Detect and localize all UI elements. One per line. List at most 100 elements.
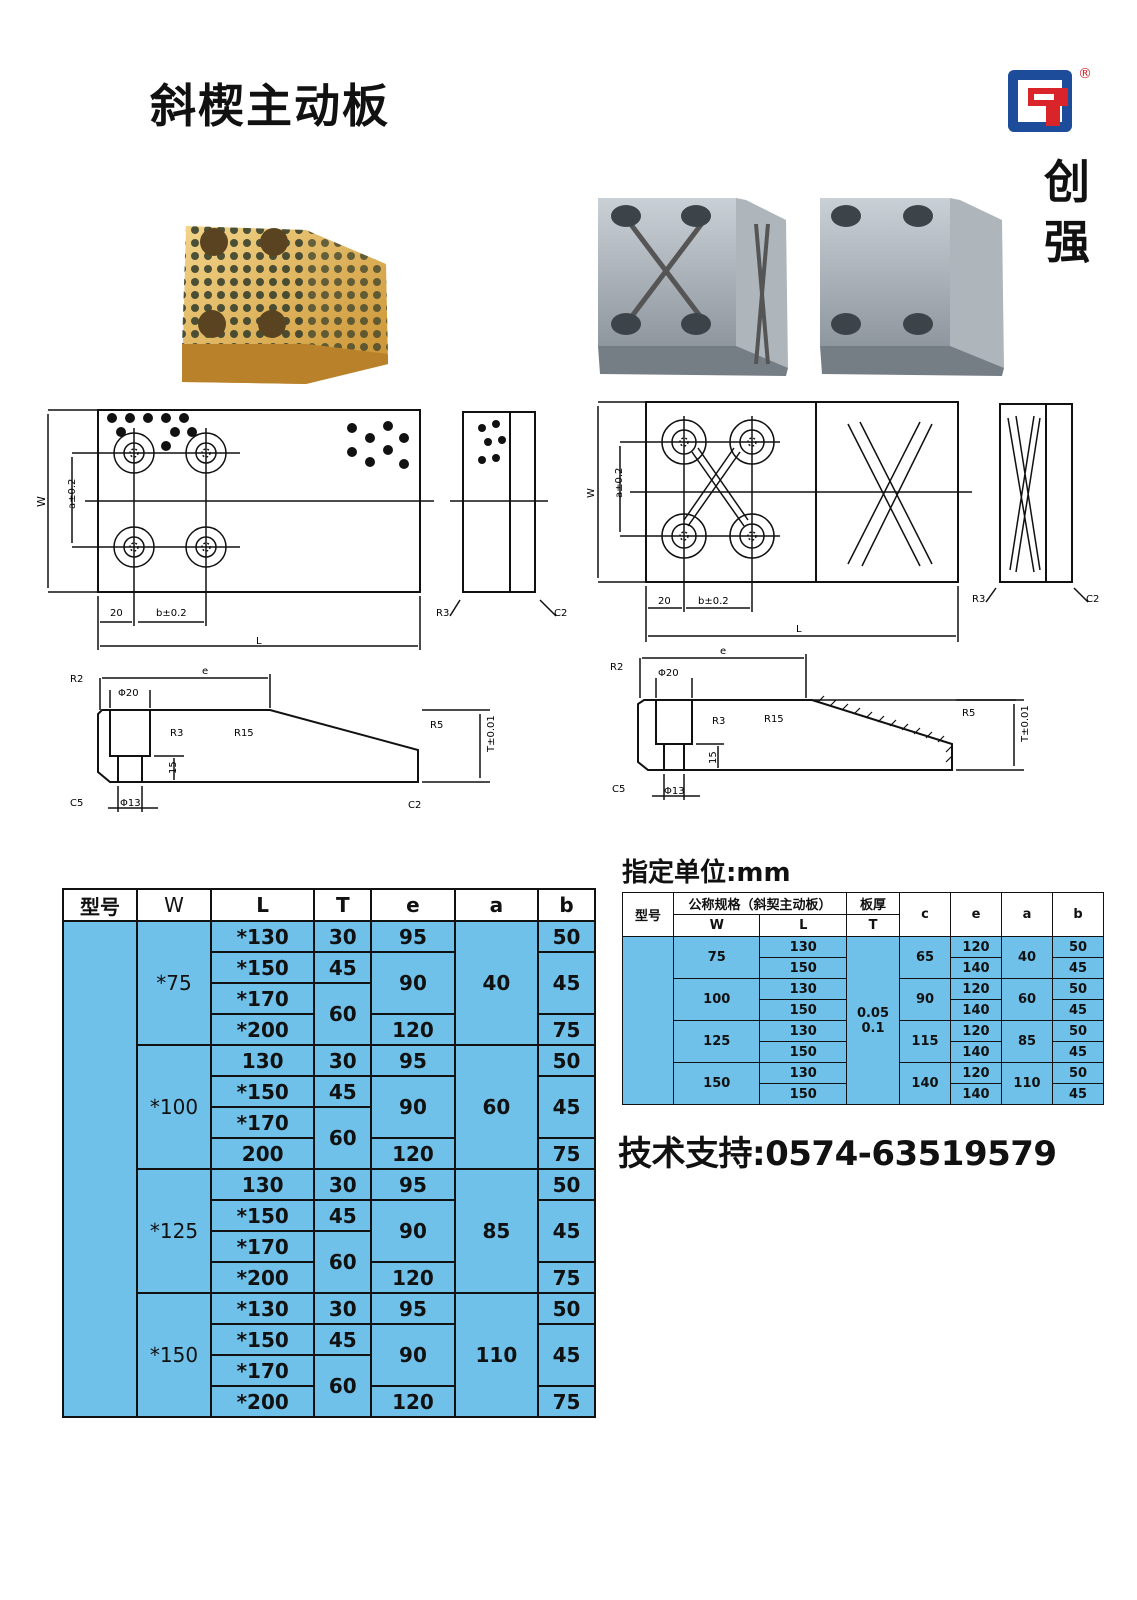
b-cell: 75 xyxy=(537,1261,596,1294)
a-cell: 60 xyxy=(453,1044,540,1170)
dim-c2-label: C2 xyxy=(554,608,567,619)
l-cell: *170 xyxy=(209,1230,316,1263)
e-cell: 120 xyxy=(370,1137,456,1170)
l-cell: *150 xyxy=(209,1199,316,1232)
spec-col-nominal: 公称规格（斜契主动板） xyxy=(673,892,847,915)
t-cell: 45 xyxy=(313,1323,373,1356)
dim-20-right-label: 20 xyxy=(658,596,671,607)
dim-phi13-label: Φ13 xyxy=(120,798,141,809)
table-row: 75 130 0.05 0.1 65 120 40 50 xyxy=(622,936,1104,1105)
col-header-t: T xyxy=(313,888,373,922)
e-cell: 95 xyxy=(370,1168,456,1201)
spec-l-cell: 130 xyxy=(759,1020,847,1042)
w-cell: *125 xyxy=(136,1168,212,1294)
spec-c-cell: 115 xyxy=(899,1020,951,1063)
table-row: *200 120 75 xyxy=(63,1385,596,1418)
dim-w-label: W xyxy=(35,496,48,507)
l-cell: *200 xyxy=(209,1385,316,1418)
spec-e-cell: 120 xyxy=(950,936,1002,958)
spec-col-l: L xyxy=(759,914,847,937)
b-cell: 75 xyxy=(537,1137,596,1170)
spec-col-e: e xyxy=(950,892,1002,937)
steel-wedge-photo xyxy=(598,198,1004,376)
col-header-l: L xyxy=(209,888,316,922)
spec-b-cell: 50 xyxy=(1052,936,1104,958)
spec-c-cell: 90 xyxy=(899,978,951,1021)
dim-c2-side-label: C2 xyxy=(408,800,421,811)
spec-thickness-value: 0.1 xyxy=(861,1020,885,1036)
main-dimension-table: 型号 W L T e a b *75 *130 30 95 40 50 *150… xyxy=(62,888,596,1418)
brand-logo xyxy=(1008,70,1072,132)
w-cell: *150 xyxy=(136,1292,212,1418)
table-row: 150 140 45 xyxy=(623,1041,1104,1063)
bronze-wedge-photo xyxy=(182,226,388,384)
e-cell: 120 xyxy=(370,1261,456,1294)
dim-l-label: L xyxy=(256,636,262,647)
t-cell: 60 xyxy=(313,982,373,1046)
dim-a-label: a±0.2 xyxy=(67,479,78,509)
dim-r5-right-label: R5 xyxy=(962,708,975,719)
t-cell: 45 xyxy=(313,1199,373,1232)
a-cell: 110 xyxy=(453,1292,540,1418)
table-row: *170 60 xyxy=(63,982,595,1046)
spec-e-cell: 140 xyxy=(950,1083,1002,1105)
l-cell: *170 xyxy=(209,1106,316,1139)
spec-b-cell: 50 xyxy=(1052,1020,1104,1042)
table-row: *125 130 30 95 85 50 xyxy=(63,1168,596,1294)
spec-l-cell: 130 xyxy=(759,978,847,1000)
spec-col-c: c xyxy=(899,892,951,937)
table-row: 150 140 45 xyxy=(623,1083,1104,1105)
table-row: 125 130 115 120 85 50 xyxy=(623,1020,1104,1063)
b-cell: 75 xyxy=(537,1013,596,1046)
b-cell: 45 xyxy=(537,951,596,1015)
spec-a-cell: 110 xyxy=(1001,1062,1053,1105)
e-cell: 90 xyxy=(370,951,456,1015)
dim-c5-right-label: C5 xyxy=(612,784,625,795)
unit-note: 指定单位:mm xyxy=(622,858,791,888)
table-row: 200 120 75 xyxy=(63,1137,596,1170)
spec-e-cell: 120 xyxy=(950,1062,1002,1084)
dim-a-right-label: a±0.2 xyxy=(614,468,625,498)
spec-col-b: b xyxy=(1052,892,1104,937)
main-table-header: 型号 W L T e a b xyxy=(62,888,596,922)
e-cell: 120 xyxy=(370,1385,456,1418)
spec-col-a: a xyxy=(1001,892,1053,937)
w-cell: *100 xyxy=(136,1044,212,1170)
spec-col-thick: 板厚 xyxy=(846,892,900,915)
dim-r3-label: R3 xyxy=(436,608,449,619)
spec-l-cell: 150 xyxy=(759,957,847,979)
t-cell: 30 xyxy=(313,1292,373,1325)
spec-l-cell: 150 xyxy=(759,1041,847,1063)
l-cell: *170 xyxy=(209,982,316,1015)
dim-t-right-label: T±0.01 xyxy=(1020,705,1031,743)
tech-support-phone: 技术支持:0574-63519579 xyxy=(618,1134,1057,1174)
dim-phi13-right-label: Φ13 xyxy=(664,786,685,797)
spec-c-cell: 65 xyxy=(899,936,951,979)
registered-mark: ® xyxy=(1078,66,1092,82)
dim-20-label: 20 xyxy=(110,608,123,619)
t-cell: 60 xyxy=(313,1354,373,1418)
table-row: 150 140 45 xyxy=(623,957,1104,979)
spec-thickness-value: 0.05 xyxy=(856,1005,890,1021)
l-cell: *130 xyxy=(209,920,316,953)
col-header-b: b xyxy=(537,888,596,922)
l-cell: *130 xyxy=(209,1292,316,1325)
l-cell: *170 xyxy=(209,1354,316,1387)
l-cell: 130 xyxy=(209,1044,316,1077)
t-cell: 60 xyxy=(313,1230,373,1294)
col-header-model: 型号 xyxy=(62,888,138,922)
table-row: 150 130 140 120 110 50 xyxy=(623,1062,1104,1105)
spec-w-cell: 150 xyxy=(672,1062,761,1105)
col-header-e: e xyxy=(370,888,456,922)
spec-e-cell: 120 xyxy=(950,978,1002,1000)
table-row: *150 *130 30 95 110 50 xyxy=(63,1292,596,1418)
table-row: *200 120 75 xyxy=(63,1261,596,1294)
spec-table-header-2: W L T xyxy=(623,914,1104,937)
table-row: *170 60 xyxy=(63,1354,595,1418)
spec-model-cell xyxy=(622,936,674,1105)
l-cell: *150 xyxy=(209,1323,316,1356)
dim-r15-right-label: R15 xyxy=(764,714,784,725)
dim-r2-right-label: R2 xyxy=(610,662,623,673)
dim-c2-right-label: C2 xyxy=(1086,594,1099,605)
spec-l-cell: 150 xyxy=(759,1083,847,1105)
